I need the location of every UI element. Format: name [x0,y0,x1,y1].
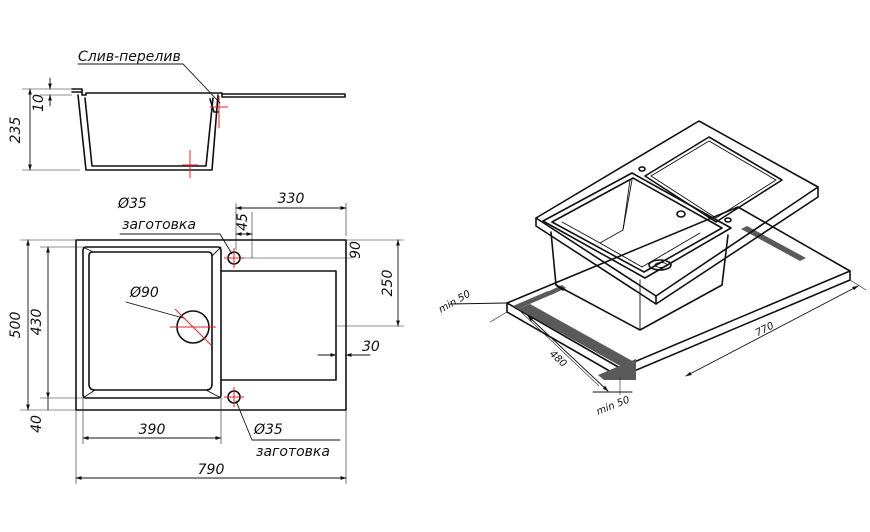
iso-overall-length: 770 [754,321,776,339]
dim-height-total: 500 [8,312,24,339]
iso-min-right: min 50 [595,395,631,418]
dim-tap-to-edge: 90 [348,241,364,259]
dim-groove: 30 [362,339,380,355]
tap-hole-top-diameter: Ø35 [117,196,147,212]
dim-drainer-height: 250 [380,270,396,297]
dim-tap-offset: 45 [235,213,251,231]
tap-blank-top-label: заготовка [122,217,196,233]
dim-width-total: 790 [198,462,225,478]
isometric-view [449,120,867,395]
dim-bowl-height: 430 [29,309,45,336]
side-section-view [22,63,346,178]
overflow-label: Слив-перелив [78,49,181,65]
tap-hole-bottom-diameter: Ø35 [253,422,283,438]
drain-diameter: Ø90 [129,285,159,301]
tap-blank-bottom-label: заготовка [256,444,330,460]
iso-cabinet-width: 480 [547,349,568,370]
dim-rim: 10 [31,94,47,112]
dim-front-edge: 40 [29,415,45,433]
dim-depth-total: 235 [8,117,24,144]
iso-min-left: min 50 [437,289,473,316]
plan-dimensions [20,203,404,484]
plan-view [75,233,347,441]
dim-wing-width: 330 [278,191,305,207]
dim-bowl-width: 390 [139,422,166,438]
